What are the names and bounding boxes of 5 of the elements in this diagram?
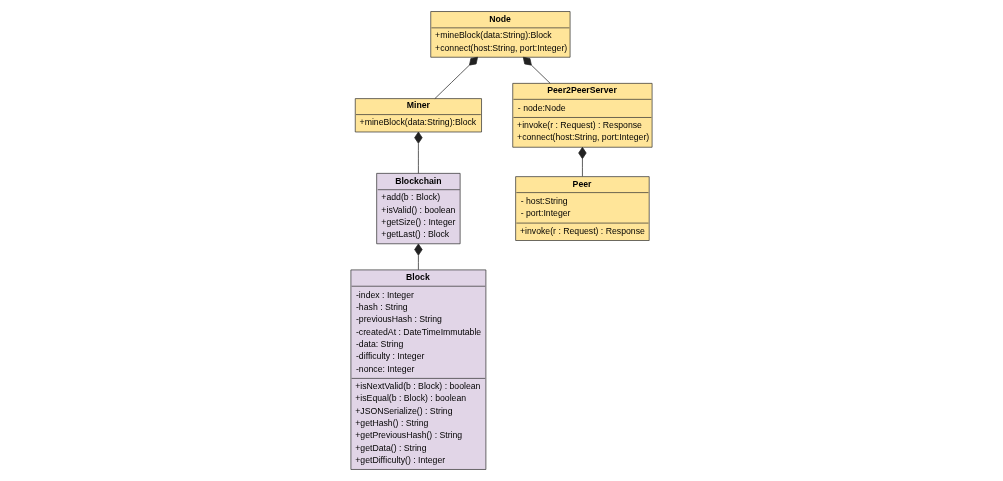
- connector: [414, 131, 423, 174]
- connector: [522, 56, 551, 84]
- connector: [578, 147, 587, 177]
- connector: [434, 56, 478, 99]
- connector: [414, 243, 423, 271]
